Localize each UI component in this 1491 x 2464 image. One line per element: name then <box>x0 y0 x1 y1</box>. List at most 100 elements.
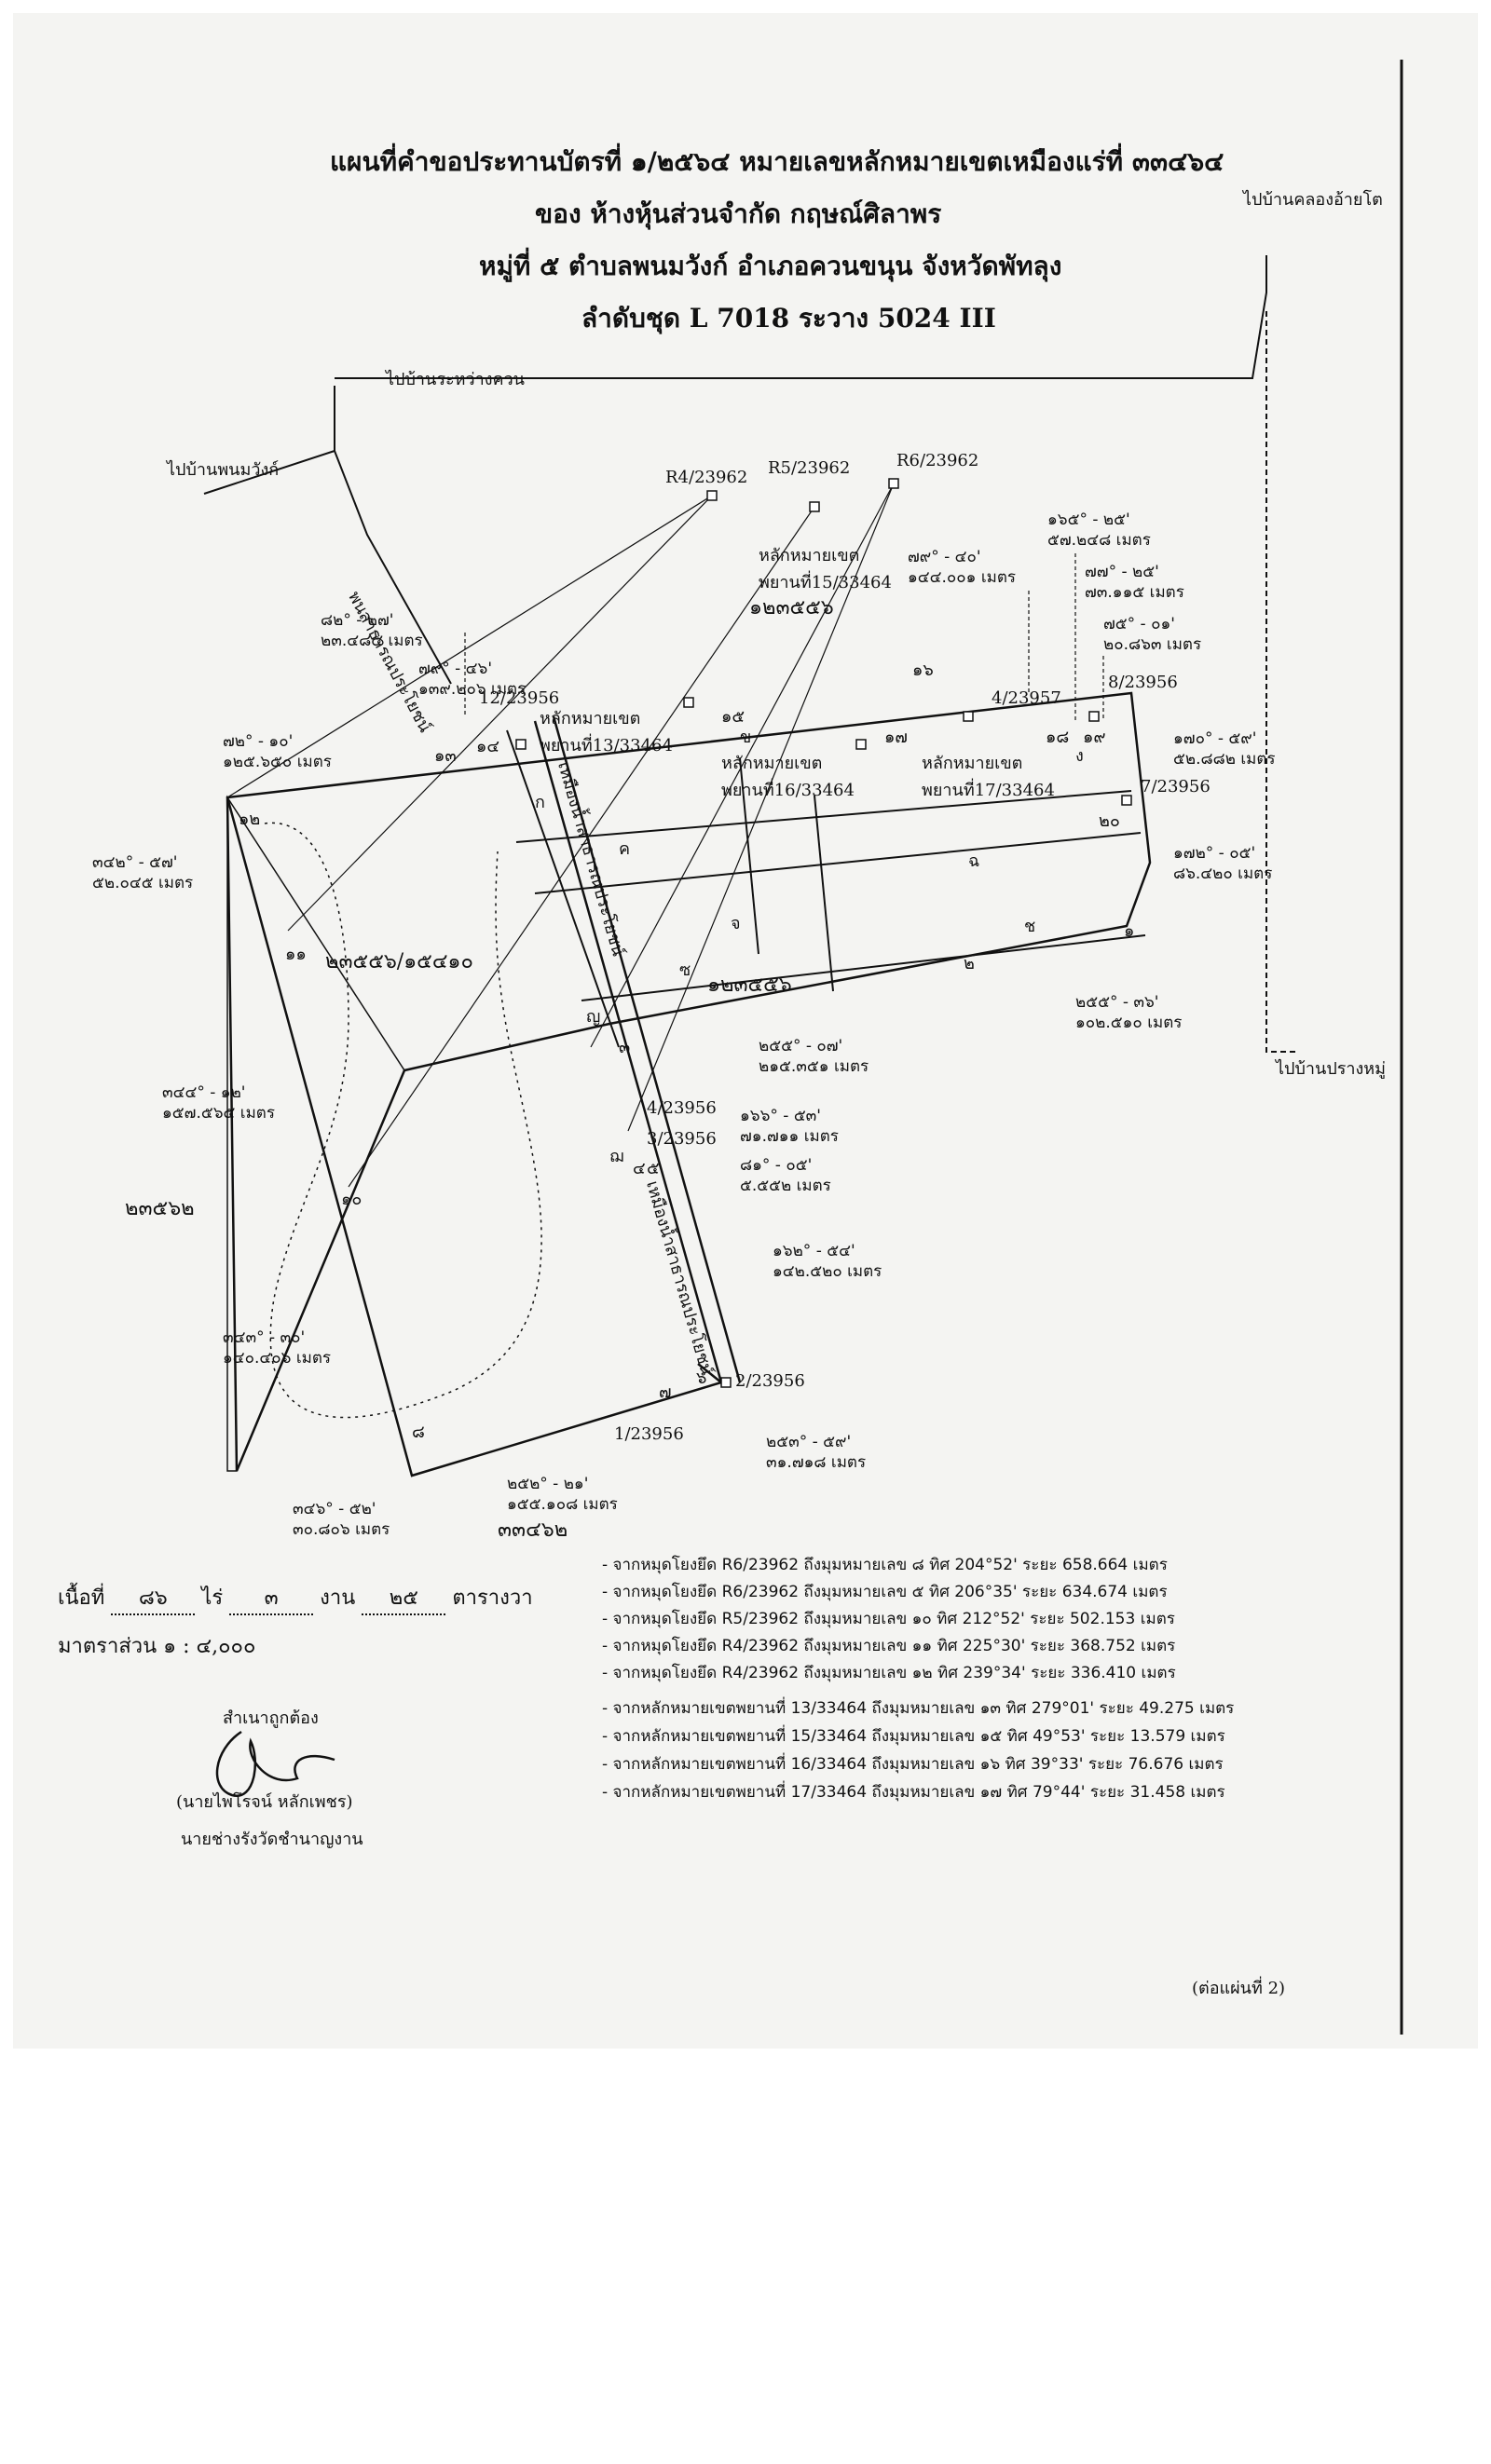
witness-ties-list: - จากหลักหมายเขตพยานที่ 13/33464 ถึงมุมห… <box>602 1695 1234 1806</box>
marker-r5: R5/23962 <box>768 458 851 478</box>
bearing-6-dist: ๑๔๐.๔๐๖ เมตร <box>223 1349 332 1368</box>
inner-line-5 <box>739 757 759 955</box>
corner-15: ๑๕ <box>721 707 746 727</box>
dotted-feature <box>264 822 542 1419</box>
bearing-18-angle: ๗๗° - ๒๕' <box>1085 563 1159 581</box>
bearing-14-dist: ๑๐๒.๕๑๐ เมตร <box>1075 1014 1183 1032</box>
inner-line-4 <box>814 795 834 992</box>
road-label-prang-mu: ไปบ้านปรางหมู่ <box>1276 1059 1387 1079</box>
title-line-4: ลำดับชุด L 7018 ระวาง 5024 III <box>581 303 996 334</box>
tie-row: - จากหมุดโยงยึด R6/23962 ถึงมุมหมายเลข ๘… <box>602 1556 1168 1574</box>
corner-7: ๗ <box>659 1382 672 1402</box>
marker-4: 4/23956 <box>647 1098 717 1118</box>
bearing-17-angle: ๗๕° - ๐๑' <box>1103 615 1175 633</box>
witness-17: หลักหมายเขต พยานที่17/33464 <box>922 754 1055 800</box>
area-label: เนื้อที่ <box>58 1586 105 1610</box>
witness-15: หลักหมายเขต พยานที่15/33464 <box>759 546 892 592</box>
tie-line-2 <box>287 495 713 932</box>
area-row: เนื้อที่ ๘๖ ไร่ ๓ งาน ๒๕ ตารางวา <box>58 1581 533 1615</box>
parcel-label-4: ๒๓๕๖๒ <box>125 1197 195 1220</box>
road-label-phanom-wang: ไปบ้านพนมวังก์ <box>167 460 280 480</box>
ties-list: - จากหมุดโยงยึด R6/23962 ถึงมุมหมายเลข ๘… <box>602 1552 1176 1687</box>
bearing-5-dist: ๑๕๗.๕๖๕ เมตร <box>162 1104 275 1123</box>
area-ngan-value: ๓ <box>229 1581 314 1615</box>
inner-line-6 <box>506 729 620 1048</box>
bearing-20-dist: ๑๔๔.๐๐๑ เมตร <box>908 568 1017 587</box>
scale-label: มาตราส่วน ๑ : ๔,๐๐๐ <box>58 1635 256 1658</box>
tie-row: - จากหมุดโยงยึด R4/23962 ถึงมุมหมายเลข ๑… <box>602 1637 1176 1655</box>
certified-label: สำเนาถูกต้อง <box>223 1708 319 1728</box>
corner-5: ๕ <box>647 1159 660 1178</box>
bearing-16-dist: ๕๒.๘๘๒ เมตร <box>1173 750 1276 769</box>
corner-14: ๑๔ <box>476 737 500 756</box>
bearing-4-angle: ๓๔๒° - ๕๗' <box>92 853 178 872</box>
parcel-label-1: ๑๒๓๕๕๖ <box>749 596 834 619</box>
area-wa-value: ๒๕ <box>362 1581 446 1615</box>
corner-8: ๘ <box>412 1423 425 1442</box>
tie-line-4 <box>590 483 895 1048</box>
witness-tie-row: - จากหลักหมายเขตพยานที่ 13/33464 ถึงมุมห… <box>602 1699 1235 1718</box>
witness-tie-row: - จากหลักหมายเขตพยานที่ 16/33464 ถึงมุมห… <box>602 1755 1224 1774</box>
corner-10: ๑๐ <box>341 1190 362 1209</box>
bearing-19-dist: ๕๗.๒๔๘ เมตร <box>1047 531 1151 550</box>
area-wa-unit: ตารางวา <box>452 1586 533 1610</box>
signer-name: (นายไพโรจน์ หลักเพชร) <box>176 1792 353 1812</box>
bearing-19-angle: ๑๖๕° - ๒๕' <box>1047 510 1130 529</box>
sub-parcel-ch: ฉ <box>968 851 980 871</box>
bearing-20-angle: ๗๙° - ๔๐' <box>908 548 981 566</box>
parcel-label-3: ๑๒๓๕๕๖ <box>707 973 792 997</box>
corner-16: ๑๖ <box>912 660 934 680</box>
continued-note: (ต่อแผ่นที่ 2) <box>1192 1979 1286 1998</box>
bearing-10-angle: ๑๖๒° - ๕๔' <box>773 1242 855 1260</box>
bearing-11-dist: ๕.๕๕๒ เมตร <box>740 1177 831 1195</box>
bearing-12-dist: ๗๑.๗๑๑ เมตร <box>740 1127 839 1146</box>
bearing-15-angle: ๑๗๒° - ๐๕' <box>1173 844 1256 863</box>
marker-8: 8/23956 <box>1108 673 1178 692</box>
area-rai-value: ๘๖ <box>111 1581 196 1615</box>
sub-parcel-ch2: ช <box>1024 917 1036 936</box>
bearing-1-angle: ๘๒° - ๒๗' <box>321 611 394 630</box>
survey-sheet: แผนที่คำขอประทานบัตรที่ ๑/๒๕๖๔ หมายเลขหล… <box>13 13 1478 2049</box>
witness-16: หลักหมายเขต พยานที่16/33464 <box>721 754 855 800</box>
corner-20: ๒๐ <box>1099 811 1120 831</box>
bearing-7-dist: ๓๐.๘๐๖ เมตร <box>293 1520 390 1539</box>
bearing-9-dist: ๓๑.๗๑๘ เมตร <box>766 1453 867 1472</box>
bearing-10-dist: ๑๔๒.๕๒๐ เมตร <box>773 1262 882 1281</box>
inner-line-3 <box>581 934 1146 1001</box>
canal-line-a <box>533 720 723 1383</box>
inner-line-2 <box>534 832 1142 894</box>
sub-parcel-kh2: ค <box>619 839 631 859</box>
tie-line-5 <box>627 483 895 1132</box>
bearing-15-dist: ๘๖.๔๒๐ เมตร <box>1173 864 1273 883</box>
bearing-13-angle: ๒๕๕° - ๐๗' <box>759 1037 843 1055</box>
title-line-1: แผนที่คำขอประทานบัตรที่ ๑/๒๕๖๔ หมายเลขหล… <box>330 146 1224 177</box>
bearing-11-angle: ๘๑° - ๐๕' <box>740 1156 813 1175</box>
corner-11: ๑๑ <box>285 945 307 964</box>
bearing-5-angle: ๓๔๔° - ๑๒' <box>162 1083 246 1102</box>
parcel-label-2: ๒๓๕๕๖/๑๕๔๑๐ <box>325 950 473 973</box>
bearing-13-dist: ๒๑๕.๓๕๑ เมตร <box>759 1057 869 1076</box>
inner-line-1 <box>515 790 1132 843</box>
bearing-17-dist: ๒๐.๘๖๓ เมตร <box>1103 635 1202 654</box>
sub-parcel-kh: ข <box>740 728 752 747</box>
marker-r4: R4/23962 <box>665 468 748 487</box>
marker-3: 3/23956 <box>647 1129 717 1149</box>
bearing-14-angle: ๒๕๕° - ๓๖' <box>1075 993 1159 1012</box>
signature-scribble <box>215 1730 335 1797</box>
title-line-2: ของ ห้างหุ้นส่วนจำกัด กฤษณ์ศิลาพร <box>535 198 942 229</box>
tie-row: - จากหมุดโยงยึด R6/23962 ถึงมุมหมายเลข ๕… <box>602 1583 1168 1601</box>
marker-4-23957: 4/23957 <box>992 688 1061 708</box>
corner-6: ๖ <box>696 1368 707 1388</box>
bearing-6-angle: ๓๔๓° - ๓๐' <box>223 1328 306 1347</box>
marker-7: 7/23956 <box>1141 777 1211 796</box>
bearing-16-angle: ๑๗๐° - ๕๙' <box>1173 729 1257 748</box>
bearing-3-dist: ๑๒๕.๖๕๐ เมตร <box>223 753 332 771</box>
canal-line-b <box>552 715 742 1383</box>
bearing-2-dist: ๑๓๙.๒๐๖ เมตร <box>418 680 527 699</box>
tie-line-3 <box>348 506 815 1188</box>
tie-row: - จากหมุดโยงยึด R5/23962 ถึงมุมหมายเลข ๑… <box>602 1610 1175 1628</box>
witness-tie-row: - จากหลักหมายเขตพยานที่ 15/33464 ถึงมุมห… <box>602 1727 1225 1746</box>
parcel-west-edge <box>226 795 405 1472</box>
witness-13: หลักหมายเขต พยานที่13/33464 <box>540 709 673 756</box>
signer-position: นายช่างรังวัดชำนาญงาน <box>181 1830 363 1849</box>
